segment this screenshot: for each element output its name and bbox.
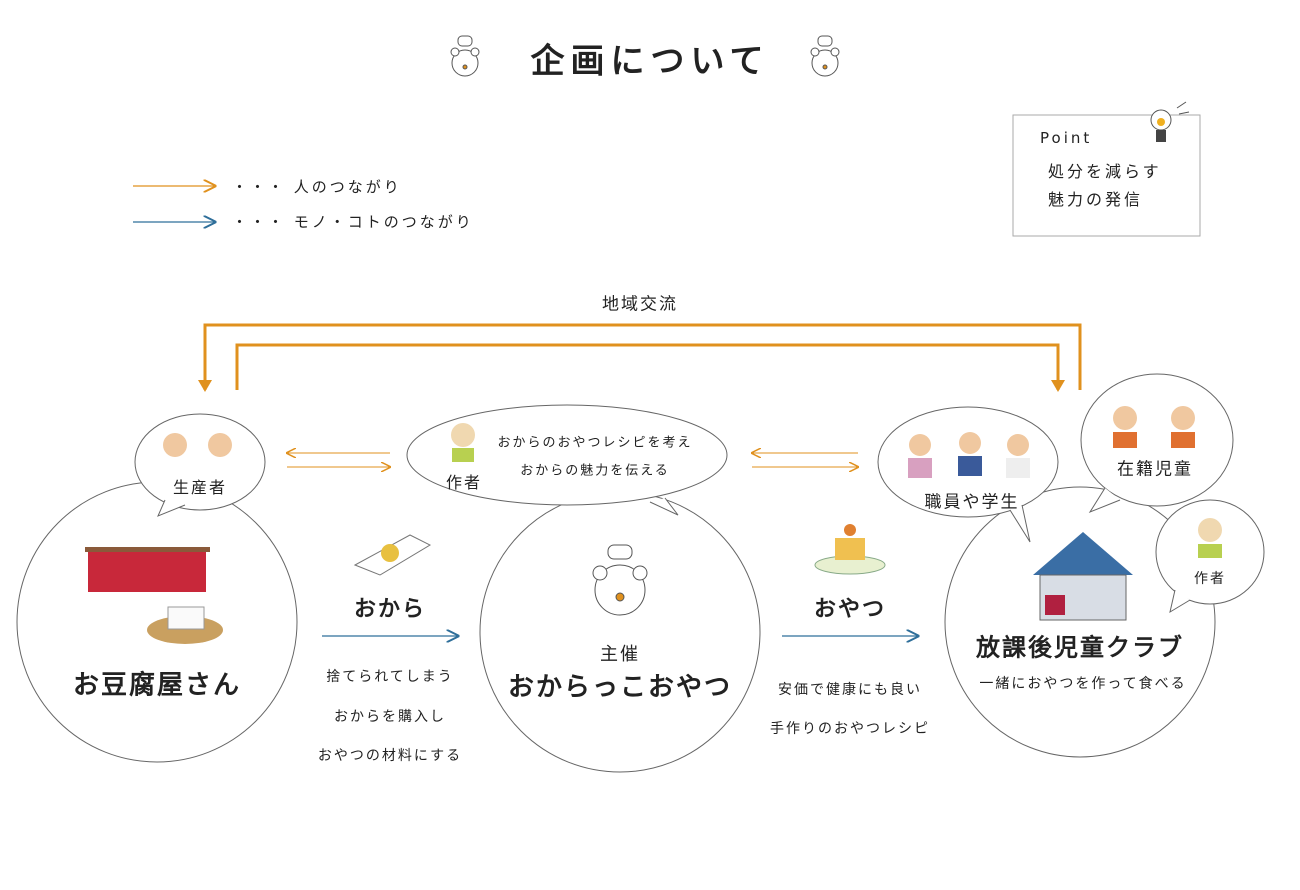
author-label: 作者 (445, 473, 483, 492)
okara-desc: 捨てられてしまう (326, 669, 454, 685)
cake-icon (814, 524, 886, 575)
legend-people-label: ・・・ 人のつながり (232, 178, 402, 196)
point-heading: Point (1040, 129, 1093, 147)
person-avatars (163, 406, 1222, 558)
organizer-name: おからっこおやつ (507, 672, 733, 703)
author-bubble (406, 404, 728, 506)
bubble-tail (1169, 589, 1191, 614)
chef-mouse-icon (592, 544, 648, 616)
arrowhead (1051, 380, 1065, 392)
staff-label: 職員や学生 (924, 492, 1020, 513)
okara-icon (353, 534, 432, 576)
page-title: 企画について (530, 41, 770, 82)
arrowhead (198, 380, 212, 392)
community-inner-line (235, 343, 1060, 390)
chef-mouse-icon (810, 35, 840, 77)
children-bubble (1080, 373, 1234, 507)
organizer-label: 主催 (600, 644, 640, 665)
author-label-right: 作者 (1194, 571, 1226, 587)
oyatsu-desc: 手作りのおやつレシピ (770, 721, 930, 737)
point-line: 処分を減らす (1048, 162, 1162, 181)
club-name: 放課後児童クラブ (976, 633, 1184, 662)
author-role-line: おからの魅力を伝える (520, 463, 670, 479)
community-outer-line (203, 323, 1082, 390)
point-box (1012, 114, 1201, 237)
oyatsu-label: おやつ (813, 597, 887, 622)
club-circle (944, 486, 1216, 758)
center-circle (479, 491, 761, 773)
bubble-tail (1009, 504, 1031, 543)
tofu-shop-name: お豆腐屋さん (72, 670, 242, 701)
oyatsu-desc: 安価で健康にも良い (778, 682, 922, 698)
tofu-icon (147, 606, 223, 644)
house-icon (1033, 532, 1133, 621)
bubble-tail (157, 499, 186, 517)
community-label: 地域交流 (602, 294, 678, 315)
noren-curtain-icon (85, 547, 210, 592)
children-label: 在籍児童 (1117, 459, 1193, 480)
okara-desc: おからを購入し (334, 709, 446, 725)
bubble-tail (649, 497, 679, 516)
lightbulb-icon (1150, 101, 1190, 142)
okara-label: おから (353, 597, 427, 622)
okara-desc: おやつの材料にする (317, 748, 463, 764)
legend-things-label: ・・・ モノ・コトのつながり (232, 213, 474, 231)
chef-mouse-icon (450, 35, 480, 77)
author-role-line: おからのおやつレシピを考え (497, 435, 693, 451)
club-desc: 一緒におやつを作って食べる (979, 676, 1187, 692)
producer-label: 生産者 (172, 478, 228, 497)
point-line: 魅力の発信 (1048, 190, 1144, 209)
bubble-tail (1088, 487, 1121, 514)
